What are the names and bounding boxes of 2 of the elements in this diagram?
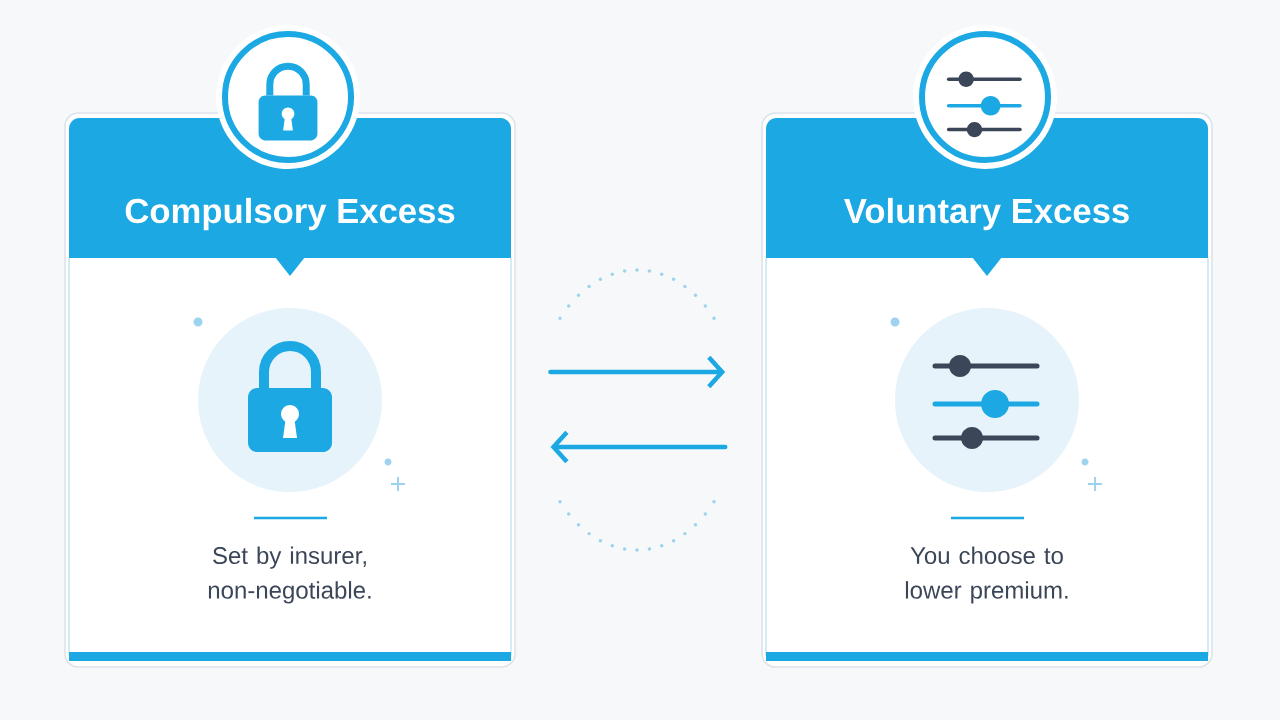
arrow (548, 355, 726, 389)
arrow (550, 430, 728, 464)
